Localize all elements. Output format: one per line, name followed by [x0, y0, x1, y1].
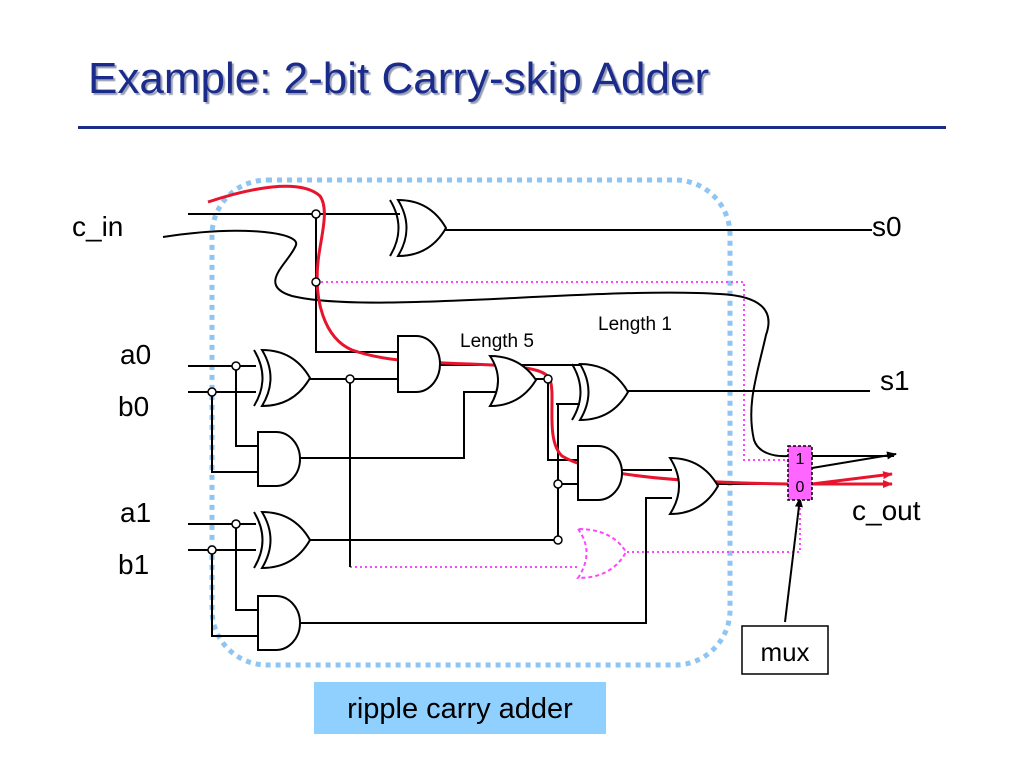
mux: 1 0 — [787, 445, 813, 501]
input-b1: b1 — [118, 549, 149, 580]
xor-gate-propagate1 — [253, 510, 312, 570]
and-gate-carry0 — [397, 335, 441, 393]
length5-label: Length 5 — [460, 331, 534, 352]
or-gate-cout — [668, 456, 720, 516]
mux-input-1: 1 — [796, 451, 805, 468]
and-gate-generate0 — [257, 431, 301, 487]
output-s0: s0 — [872, 211, 902, 242]
output-s1: s1 — [880, 365, 910, 396]
ripple-carry-boundary — [209, 177, 733, 668]
input-c-in: c_in — [72, 211, 123, 242]
mux-input-0: 0 — [796, 479, 805, 496]
and-gate-carry2 — [577, 445, 623, 501]
output-c-out: c_out — [852, 495, 921, 526]
input-a0: a0 — [120, 339, 151, 370]
mux-label-box — [741, 625, 829, 675]
title-underline — [78, 126, 946, 129]
wire-junctions — [207, 209, 563, 555]
skip-path — [316, 281, 801, 580]
input-a1: a1 — [120, 497, 151, 528]
length1-label: Length 1 — [598, 314, 672, 335]
or-gate-carry1 — [488, 354, 538, 408]
xor-gate-propagate0 — [253, 348, 312, 408]
ripple-label-box — [314, 682, 606, 734]
slide-title: Example: 2-bit Carry-skip Adder — [88, 54, 710, 103]
xor-gate-sum0 — [389, 198, 448, 258]
xor-gate-sum1 — [571, 362, 630, 422]
and-gate-generate1 — [257, 595, 301, 651]
ripple-carry-label: ripple carry adder — [347, 693, 573, 725]
wiring — [162, 213, 894, 637]
input-b0: b0 — [118, 391, 149, 422]
mux-label: mux — [760, 637, 809, 667]
